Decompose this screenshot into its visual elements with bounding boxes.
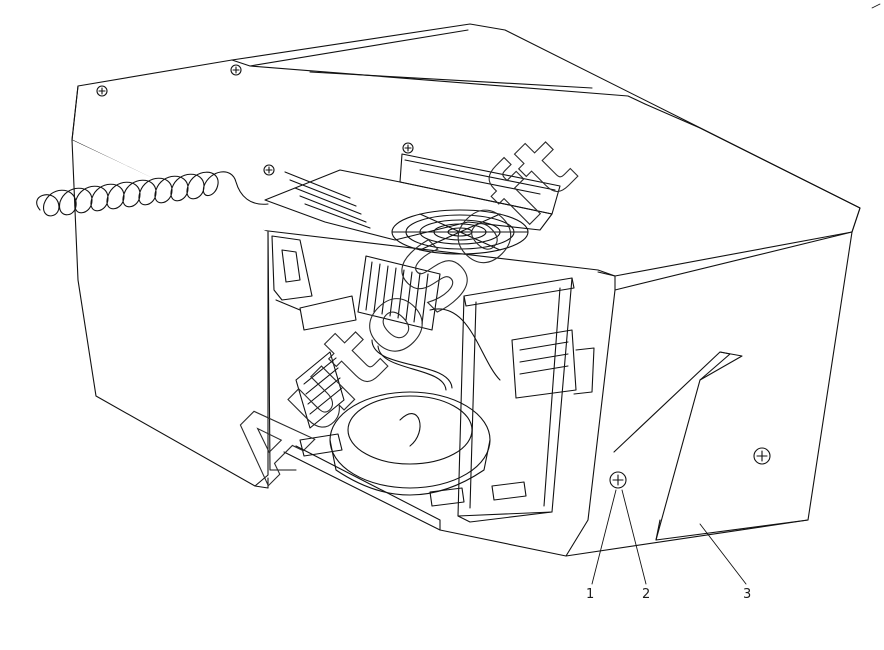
callout-label-1: 1 [586, 587, 594, 602]
lid-details [264, 153, 561, 255]
coiled-cable [36, 171, 269, 217]
internal-mechanism [267, 231, 595, 531]
callout-label-2: 2 [642, 587, 650, 602]
screw-icon [96, 85, 108, 97]
screw-icons [96, 64, 771, 489]
housing-body [71, 23, 861, 557]
callout-label-3: 3 [743, 587, 751, 602]
screw-icon [402, 142, 414, 154]
leader-line-3 [699, 523, 747, 585]
screw-icon [609, 471, 627, 489]
screw-icon [753, 447, 771, 465]
screw-icon [263, 164, 275, 176]
leader-lines [591, 489, 747, 585]
leader-line-2 [621, 489, 647, 585]
corner-mark [871, 3, 881, 9]
screw-icon [230, 64, 242, 76]
leader-line-1 [591, 489, 617, 585]
